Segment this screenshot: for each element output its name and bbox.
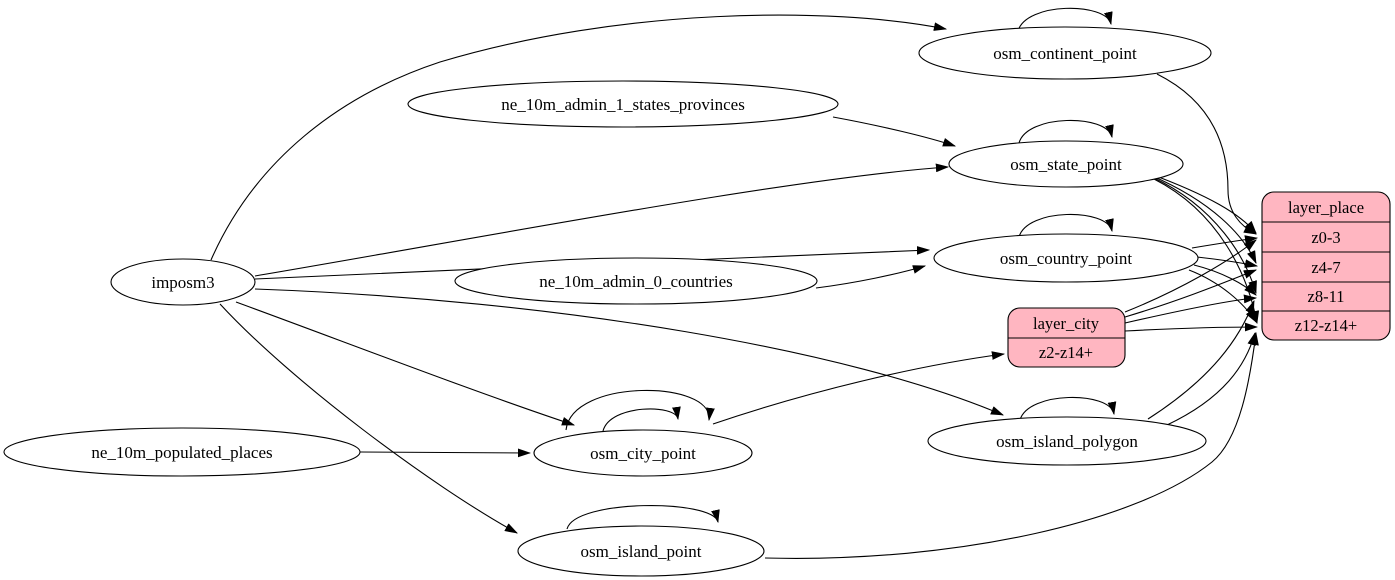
osm_island_point-ellipse [517,525,765,577]
ne_10m_admin_0_countries-label: ne_10m_admin_0_countries [539,272,733,291]
edge-osm_country_point-to-layer_place-z12-z14 [1188,269,1257,323]
layer_place-row-z12-z14: z12-z14+ [1295,316,1357,335]
osm_island_polygon-ellipse [927,416,1207,466]
layer_place-header: layer_place [1288,198,1364,217]
self-loop-osm_island_polygon [1019,396,1117,421]
edge-osm_city_point-to-layer_city-z2-z14 [712,351,1006,425]
edge-imposm3-to-osm_island_polygon [254,288,1005,416]
imposm3-ellipse [110,258,256,306]
osm_island_point-label: osm_island_point [581,542,702,561]
osm_state_point-ellipse [948,140,1184,188]
self-loop-outer-osm_city_point [565,389,715,431]
record-layer_place: layer_place z0-3 z4-7 z8-11 z12-z14+ [1261,191,1391,341]
osm_country_point-label: osm_country_point [1000,249,1132,268]
edge-osm_country_point-to-layer_place-z0-3 [1191,235,1259,249]
node-osm_continent_point: osm_continent_point [918,26,1212,80]
node-osm_island_point: osm_island_point [517,525,765,577]
edge-layer_city-to-layer_place-z0-3 [1124,239,1257,313]
layer_place-box [1261,191,1391,341]
edge-osm_continent_point-to-layer_place-z0-3 [1156,73,1257,235]
osm_island_polygon-label: osm_island_polygon [996,432,1138,451]
node-osm_island_polygon: osm_island_polygon [927,416,1207,466]
osm_continent_point-ellipse [918,26,1212,80]
ne_10m_populated_places-label: ne_10m_populated_places [91,443,272,462]
edge-imposm3-to-osm_city_point [235,301,576,426]
self-loop-osm_state_point [1018,119,1114,144]
edge-layer_city-to-layer_place-z8-11 [1124,294,1258,324]
nodes: imposm3 ne_10m_admin_1_states_provinces … [3,26,1212,577]
osm_city_point-ellipse [533,429,753,477]
node-ne_10m_admin_1_states_provinces: ne_10m_admin_1_states_provinces [407,80,839,128]
edge-osm_country_point-to-layer_place-z4-7 [1196,256,1259,268]
edge-ne_10m_admin_1_states_provinces-to-osm_state_point [832,116,957,147]
imposm3-label: imposm3 [151,273,214,292]
self-loop-inner-osm_city_point [602,406,681,432]
edge-layer_city-to-layer_place-z12-z14 [1124,322,1259,332]
layer_city-header: layer_city [1033,314,1100,333]
layer_place-row-z0-3: z0-3 [1311,228,1340,247]
ne_10m_populated_places-ellipse [3,427,361,477]
edge-layer_city-to-layer_place-z4-7 [1124,269,1258,318]
edge-ne_10m_populated_places-to-osm_city_point [359,448,532,458]
node-osm_city_point: osm_city_point [533,429,753,477]
self-loop-osm_island_point [566,505,720,530]
edge-osm_state_point-to-layer_place-z8-11 [1151,176,1257,295]
self-loop-osm_continent_point [1017,7,1113,32]
edges [210,7,1260,559]
node-ne_10m_populated_places: ne_10m_populated_places [3,427,361,477]
edge-osm_island_polygon-to-layer_place-z8-11 [1147,299,1255,420]
node-osm_state_point: osm_state_point [948,140,1184,188]
edge-imposm3-to-osm_state_point [254,163,950,277]
ne_10m_admin_1_states_provinces-label: ne_10m_admin_1_states_provinces [501,95,745,114]
node-imposm3: imposm3 [110,258,256,306]
edge-osm_state_point-to-layer_place-z4-7 [1149,174,1257,265]
layer_place-row-z8-11: z8-11 [1308,287,1345,306]
layer_place-row-z4-7: z4-7 [1311,258,1340,277]
edge-osm_island_polygon-to-layer_place-z12-z14 [1166,331,1256,426]
edge-ne_10m_admin_0_countries-to-osm_country_point [815,265,927,289]
osm_continent_point-label: osm_continent_point [993,44,1137,63]
edge-imposm3-to-osm_continent_point [210,14,948,261]
self-loop-osm_country_point [1018,213,1114,238]
osm_state_point-label: osm_state_point [1010,155,1122,174]
ne_10m_admin_0_countries-ellipse [454,257,818,305]
edge-osm_country_point-to-layer_place-z8-11 [1193,264,1257,296]
osm_city_point-label: osm_city_point [590,444,696,463]
ne_10m_admin_1_states_provinces-ellipse [407,80,839,128]
record-layer_city: layer_city z2-z14+ [1007,307,1126,368]
edge-osm_island_point-to-layer_place-z12-z14 [764,331,1259,559]
node-ne_10m_admin_0_countries: ne_10m_admin_0_countries [454,257,818,305]
osm_country_point-ellipse [933,233,1199,283]
edge-imposm3-to-osm_island_point [219,303,518,534]
layer_city-row-z2-z14: z2-z14+ [1039,343,1093,362]
node-osm_country_point: osm_country_point [933,233,1199,283]
